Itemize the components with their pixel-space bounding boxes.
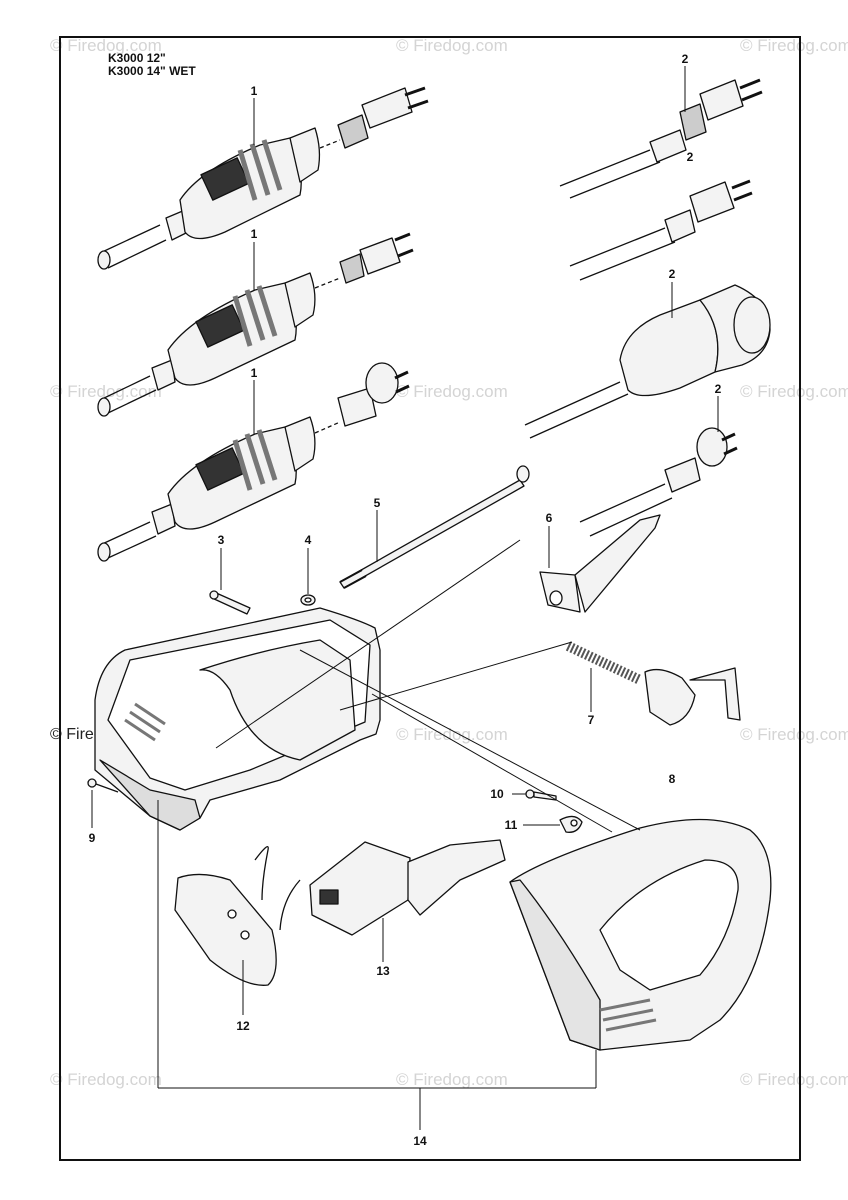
watermark: © Firedog.com bbox=[396, 725, 508, 744]
callout-2: 2 bbox=[687, 150, 694, 164]
callout-7: 7 bbox=[588, 713, 595, 727]
power-cord-us bbox=[569, 179, 753, 281]
washer-4 bbox=[300, 594, 316, 606]
callout-10: 10 bbox=[490, 787, 504, 801]
cover-12 bbox=[174, 846, 301, 986]
drawing-frame bbox=[59, 36, 801, 1161]
callout-14: 14 bbox=[413, 1134, 427, 1148]
watermark: © Firedog.com bbox=[396, 36, 508, 55]
spring-7 bbox=[565, 641, 643, 685]
callout-4: 4 bbox=[305, 533, 312, 547]
rcd-cord-3 bbox=[97, 362, 410, 562]
bracket-6 bbox=[539, 514, 661, 613]
callout-8: 8 bbox=[669, 772, 676, 786]
callout-13: 13 bbox=[376, 964, 390, 978]
callout-5: 5 bbox=[374, 496, 381, 510]
switch-assembly-13 bbox=[309, 839, 506, 936]
watermark: © Firedog.com bbox=[396, 1070, 508, 1089]
power-cord-industrial bbox=[524, 284, 771, 439]
rcd-cord-2 bbox=[97, 232, 414, 417]
watermark: © Firedog.com bbox=[50, 1070, 162, 1089]
handle-half-right bbox=[509, 818, 772, 1051]
callout-3: 3 bbox=[218, 533, 225, 547]
callout-2: 2 bbox=[669, 267, 676, 281]
callout-1: 1 bbox=[251, 366, 258, 380]
rcd-cord-1 bbox=[97, 86, 429, 270]
screw-3 bbox=[209, 590, 251, 615]
handle-half-left bbox=[94, 607, 381, 831]
screw-9 bbox=[87, 778, 119, 793]
watermark: © Firedog.com bbox=[50, 382, 162, 401]
power-cord-eu bbox=[559, 78, 763, 199]
watermark: © Firedog.com bbox=[740, 36, 848, 55]
cable-clamp-11 bbox=[559, 815, 583, 833]
callout-9: 9 bbox=[89, 831, 96, 845]
watermark: © Firedog.com bbox=[740, 725, 848, 744]
watermark: © Firedog.com bbox=[740, 382, 848, 401]
leader-lines bbox=[91, 66, 719, 1130]
callout-6: 6 bbox=[546, 511, 553, 525]
callout-2: 2 bbox=[682, 52, 689, 66]
callout-1: 1 bbox=[251, 227, 258, 241]
callout-12: 12 bbox=[236, 1019, 250, 1033]
callout-2: 2 bbox=[715, 382, 722, 396]
watermark: © Firedog.com bbox=[50, 36, 162, 55]
power-cord-au bbox=[579, 427, 738, 537]
watermark: © Firedog.com bbox=[740, 1070, 848, 1089]
callout-labels: 1 1 1 2 2 2 2 3 4 5 6 7 8 9 10 11 12 13 … bbox=[89, 52, 722, 1148]
callout-11: 11 bbox=[505, 818, 518, 832]
callout-1: 1 bbox=[251, 84, 258, 98]
bolt-5 bbox=[339, 465, 530, 589]
watermark: © Firedog.com bbox=[396, 382, 508, 401]
model-title-line-2: K3000 14" WET bbox=[108, 64, 196, 78]
throttle-lock-7 bbox=[644, 667, 741, 726]
model-title-line-1: K3000 12" bbox=[108, 51, 166, 65]
